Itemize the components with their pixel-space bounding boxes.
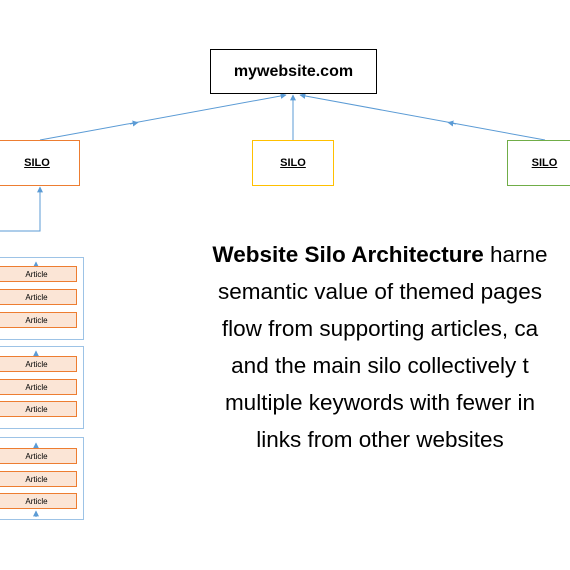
arrow-groups-to-silo-left — [0, 186, 43, 232]
article-node: Article — [0, 356, 77, 372]
description-text: Website Silo Architecture harne semantic… — [140, 236, 570, 458]
article-node: Article — [0, 471, 77, 487]
description-line-6: links from other websites — [256, 427, 504, 452]
silo-label: SILO — [280, 157, 306, 169]
silo-label: SILO — [531, 157, 558, 169]
silo-node-left: SILO — [0, 140, 80, 186]
silo-node-middle: SILO — [252, 140, 334, 186]
description-line-4: and the main silo collectively t — [231, 353, 529, 378]
article-group-frame-2 — [0, 346, 84, 429]
article-node: Article — [0, 312, 77, 328]
silo-node-right: SILO — [507, 140, 570, 186]
article-node: Article — [0, 379, 77, 395]
description-line-3: flow from supporting articles, ca — [221, 316, 539, 341]
article-group-frame-1 — [0, 257, 84, 340]
description-line-2: semantic value of themed pages — [218, 279, 542, 304]
article-group-frame-3 — [0, 437, 84, 520]
root-label: mywebsite.com — [233, 62, 354, 80]
article-node: Article — [0, 401, 77, 417]
arrow-silo-right-to-root — [299, 93, 546, 141]
article-node: Article — [0, 493, 77, 509]
article-node: Article — [0, 266, 77, 282]
description-bold: Website Silo Architecture — [212, 242, 484, 267]
article-node: Article — [0, 289, 77, 305]
root-node: mywebsite.com — [210, 49, 377, 94]
silo-label: SILO — [24, 157, 50, 169]
article-node: Article — [0, 448, 77, 464]
description-line-5: multiple keywords with fewer in — [224, 390, 536, 415]
arrow-silo-left-to-root — [39, 93, 287, 141]
description-line-1: Website Silo Architecture harne — [212, 242, 548, 267]
